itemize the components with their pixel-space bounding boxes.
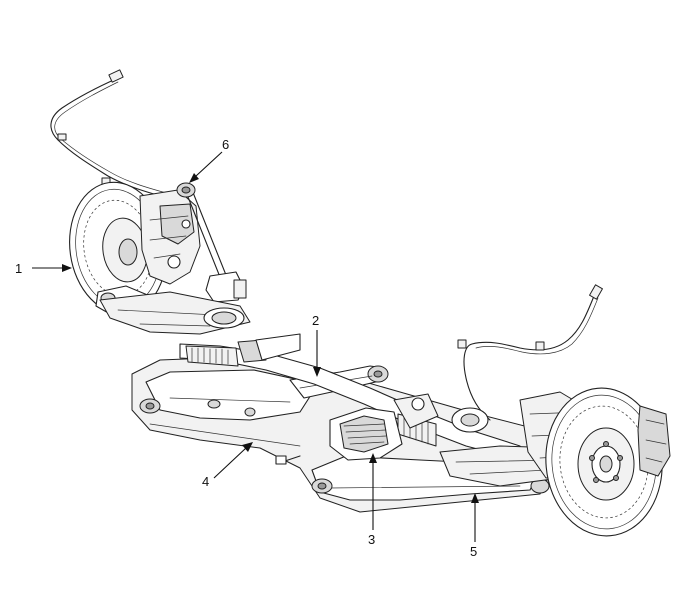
callout-arrow-4	[213, 442, 253, 479]
eps-motor	[329, 393, 439, 461]
right-sensor-cable	[457, 284, 603, 421]
callout-label-6: 6	[222, 137, 229, 152]
right-brake-disc	[545, 387, 671, 537]
callout-label-1: 1	[15, 261, 22, 276]
callout-label-3: 3	[368, 532, 375, 547]
stabilizer-link	[176, 182, 247, 303]
callout-label-5: 5	[470, 544, 477, 559]
left-sensor-cable	[50, 69, 171, 199]
callout-arrow-2	[313, 330, 321, 377]
callout-label-2: 2	[312, 313, 319, 328]
callout-label-4: 4	[202, 474, 209, 489]
steering-gear-box	[179, 333, 521, 461]
callout-arrow-6	[189, 151, 223, 183]
left-lower-arm	[99, 291, 251, 335]
callout-arrow-3	[369, 453, 377, 530]
callout-arrow-5	[471, 493, 479, 542]
callout-arrow-1	[32, 264, 72, 272]
